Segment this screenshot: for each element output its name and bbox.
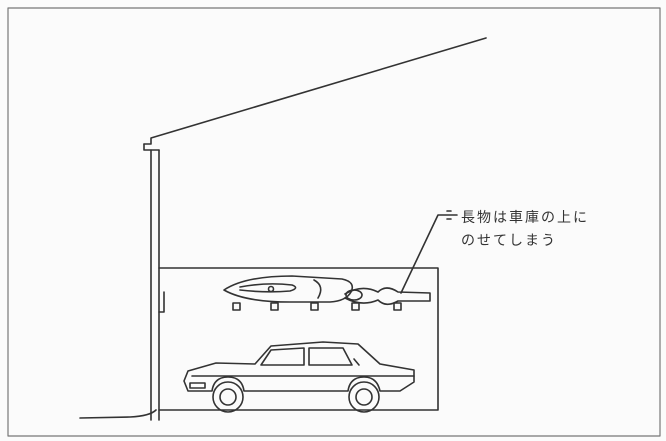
roof-line bbox=[143, 37, 487, 145]
long-object bbox=[344, 287, 431, 306]
annotation-leader-line bbox=[400, 214, 458, 294]
downpipe bbox=[158, 291, 165, 313]
annotation-line-2: のせてしまう bbox=[461, 233, 557, 249]
ground-line bbox=[79, 409, 157, 419]
annotation-line-1: 長物は車庫の上に bbox=[461, 210, 589, 226]
car-icon bbox=[183, 341, 415, 413]
house-wall bbox=[143, 143, 160, 421]
garage-frame bbox=[158, 267, 439, 411]
outer-border bbox=[7, 7, 661, 437]
annotation-text: 長物は車庫の上に のせてしまう bbox=[461, 207, 589, 253]
storage-brackets bbox=[232, 302, 402, 311]
surfboard-shape bbox=[223, 275, 354, 303]
